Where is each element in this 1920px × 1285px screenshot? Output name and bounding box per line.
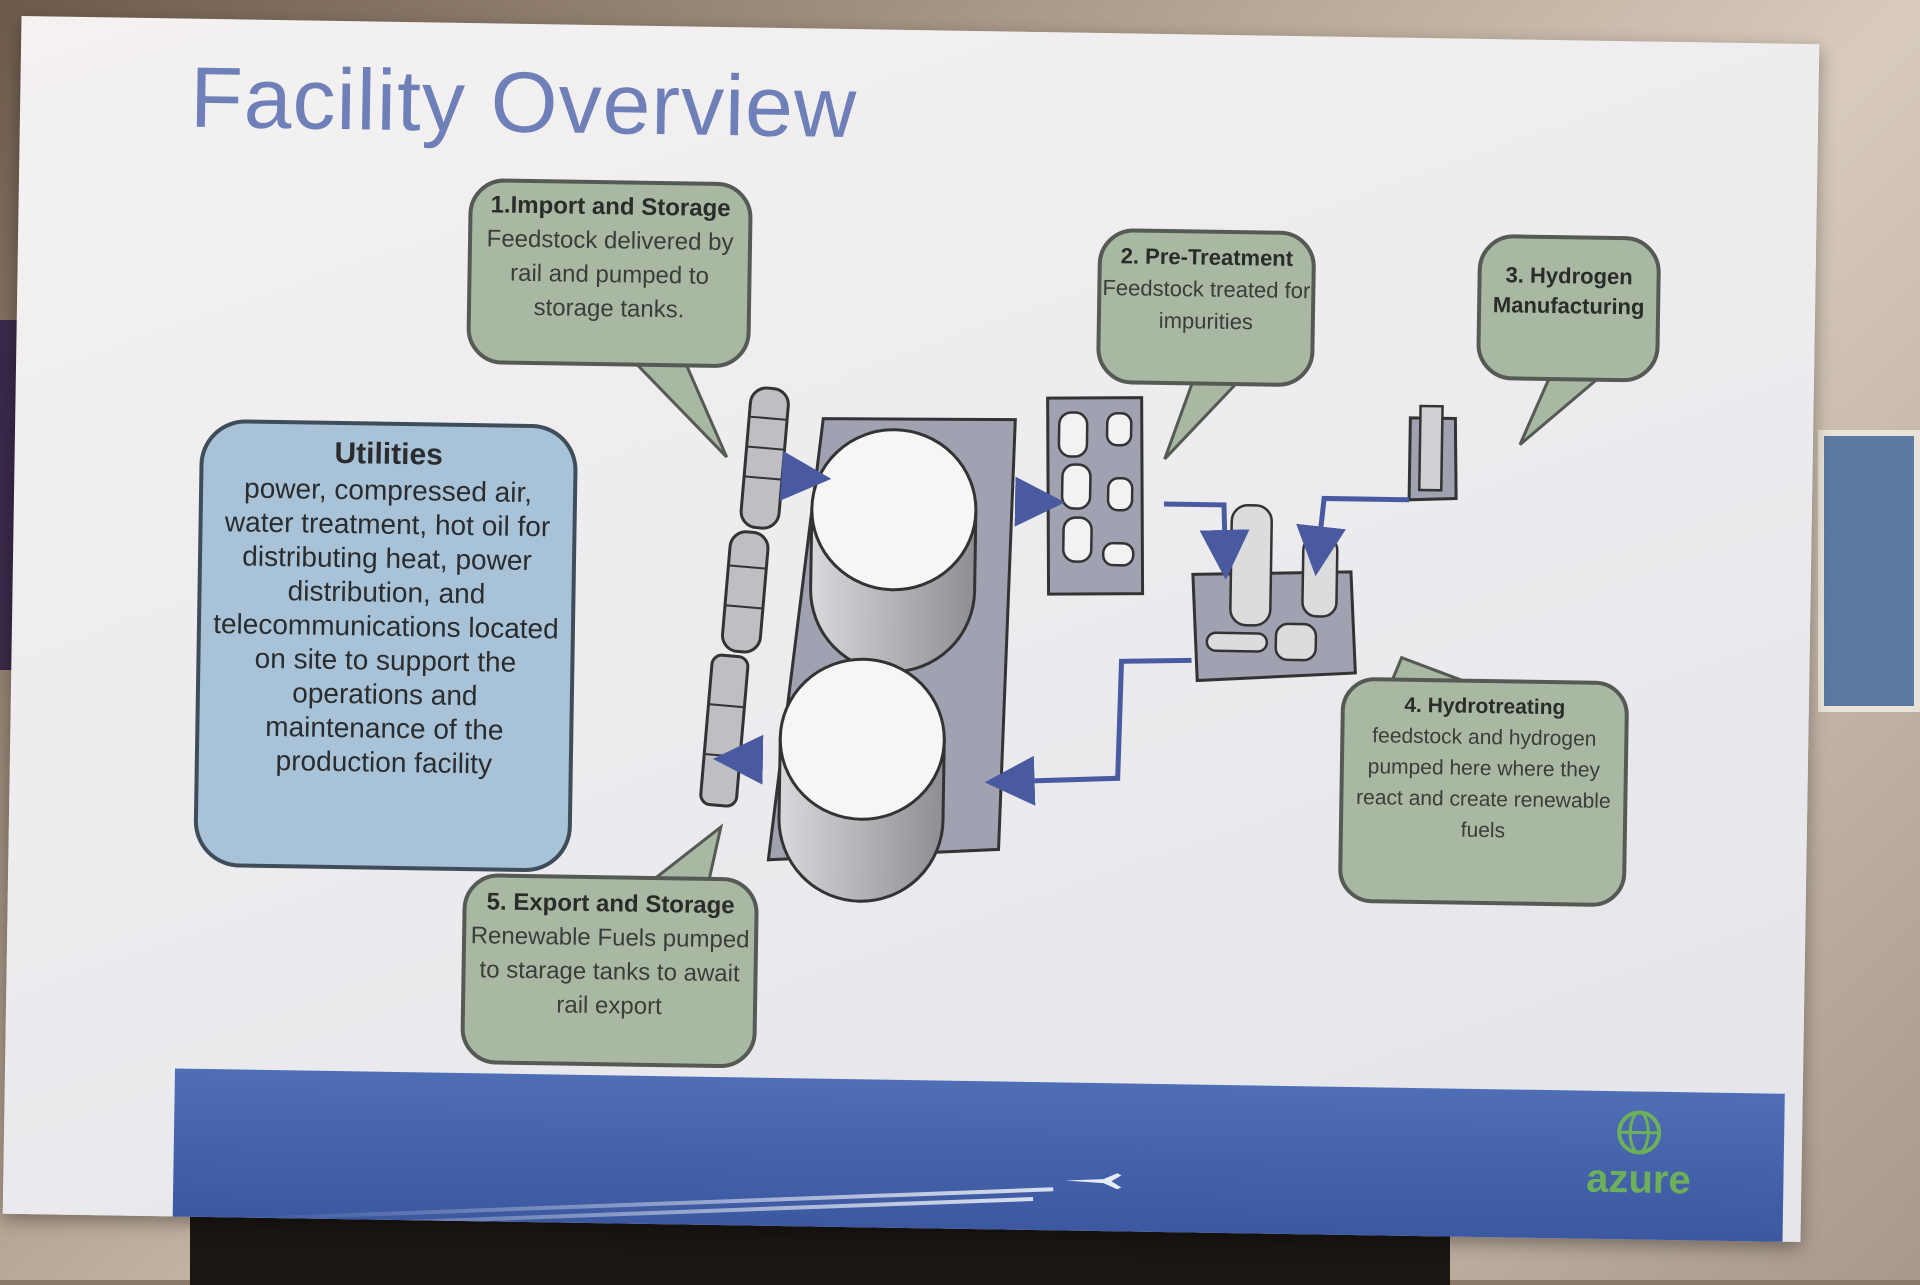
- step-description: Feedstock delivered by rail and pumped t…: [471, 222, 749, 328]
- step-title: 4. Hydrotreating: [1345, 689, 1625, 724]
- utilities-description: power, compressed air, water treatment, …: [199, 471, 574, 783]
- flow-arrows: [738, 475, 1410, 787]
- utilities-title: Utilities: [203, 435, 573, 475]
- logo-text: azure: [1573, 1156, 1704, 1203]
- hydrogen-plant: [1409, 406, 1457, 501]
- step-description: Renewable Fuels pumped to starage tanks …: [465, 919, 755, 1026]
- step-title: 2. Pre-Treatment: [1102, 240, 1312, 275]
- step-bubble-import-storage: 1.Import and Storage Feedstock delivered…: [466, 178, 753, 368]
- step-description: feedstock and hydrogen pumped here where…: [1343, 720, 1625, 848]
- step-bubble-hydrogen: 3. Hydrogen Manufacturing: [1476, 234, 1661, 383]
- rail-train: [700, 385, 790, 808]
- utilities-box: Utilities power, compressed air, water t…: [193, 419, 578, 873]
- azure-logo: azure: [1573, 1090, 1705, 1212]
- tank-pad: [768, 416, 1015, 864]
- storage-tank-upper: [809, 428, 977, 673]
- hydrotreating-reactors: [1207, 505, 1338, 661]
- poster-title: Facility Overview: [189, 49, 857, 158]
- step-bubble-export-storage: 5. Export and Storage Renewable Fuels pu…: [460, 873, 759, 1069]
- step-title: 5. Export and Storage: [466, 885, 754, 924]
- step-bubble-hydrotreating: 4. Hydrotreating feedstock and hydrogen …: [1338, 677, 1630, 907]
- wall-artwork-right: [1818, 430, 1920, 712]
- step-title: 3. Hydrogen Manufacturing: [1481, 260, 1657, 323]
- pretreatment-pad: [1045, 396, 1146, 596]
- pretreatment-vessels: [1057, 412, 1135, 565]
- airplane-icon: [1063, 1164, 1123, 1195]
- step-title: 1.Import and Storage: [472, 188, 749, 226]
- hydrotreating-pad: [1191, 569, 1357, 683]
- storage-tank-lower: [778, 658, 946, 903]
- facility-poster: Facility Overview: [3, 16, 1820, 1242]
- globe-icon: [1616, 1109, 1663, 1156]
- step-bubble-pre-treatment: 2. Pre-Treatment Feedstock treated for i…: [1096, 228, 1316, 387]
- step-description: Feedstock treated for impurities: [1101, 272, 1312, 339]
- footer-banner: [173, 1068, 1785, 1241]
